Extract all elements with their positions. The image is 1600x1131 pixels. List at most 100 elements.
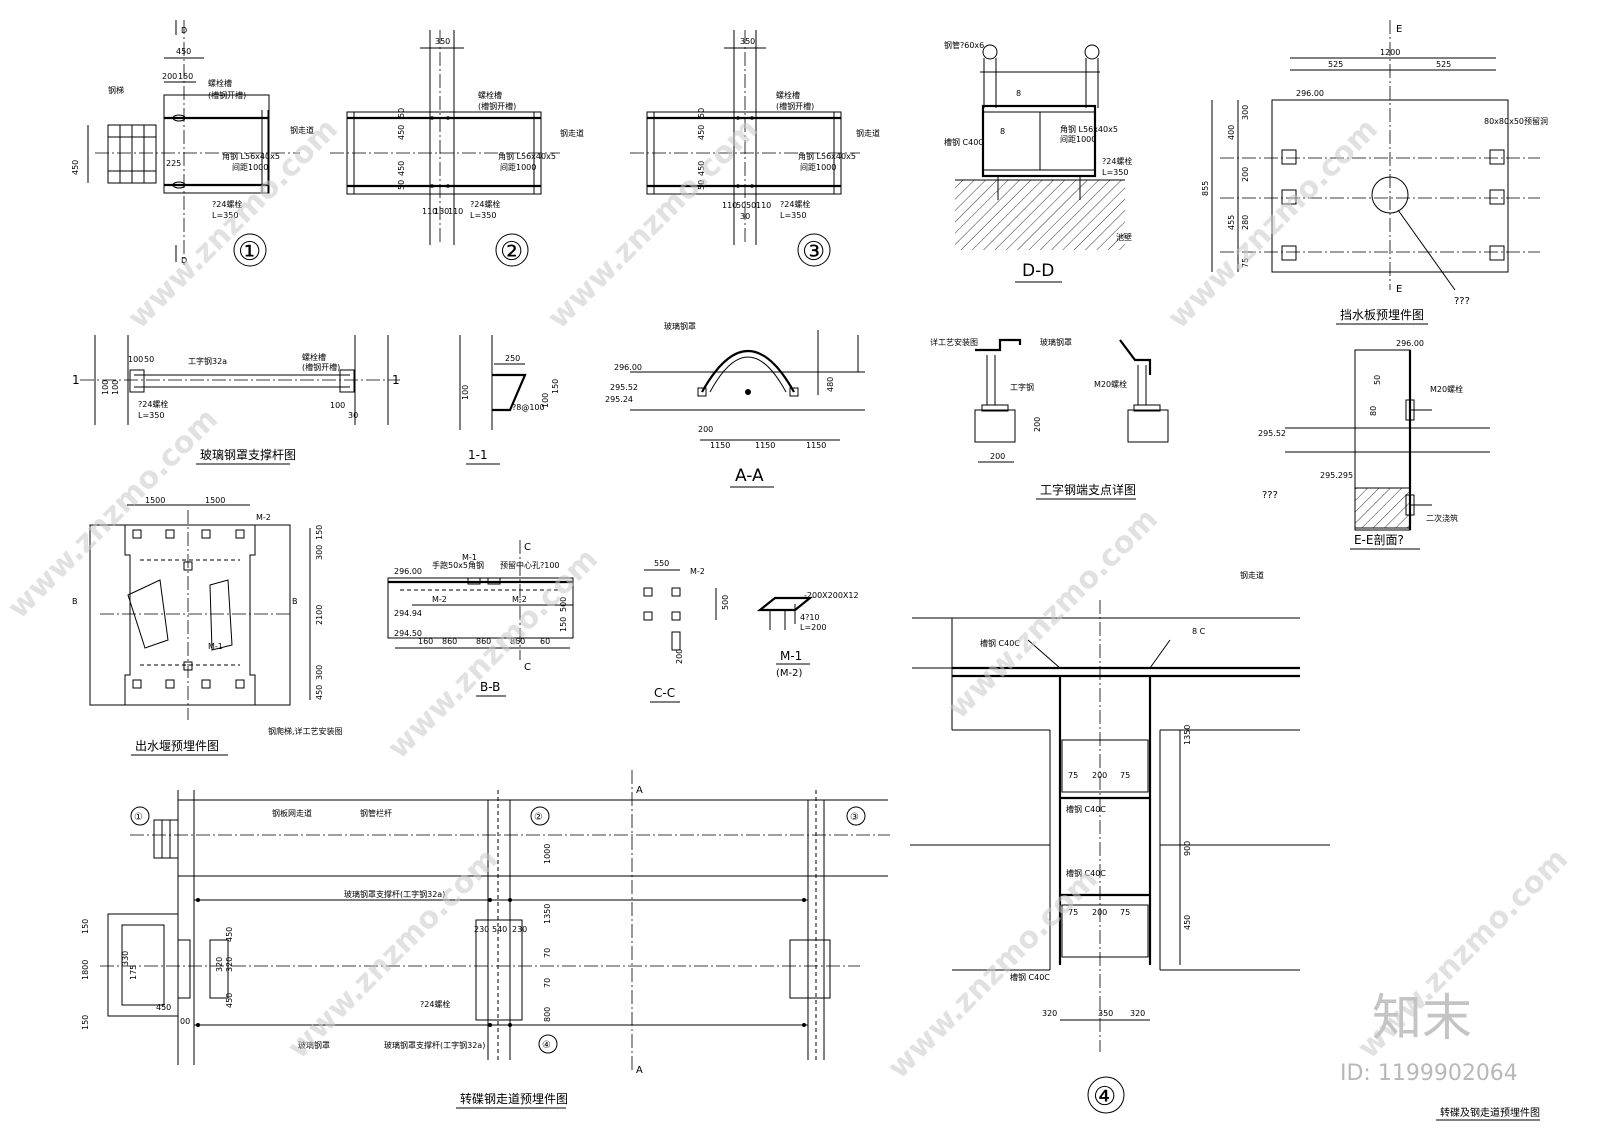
bb-dim-60: 60 [540,637,550,646]
d1-label-bolt-len: L=350 [212,211,238,220]
plan-label-grating: 钢板网走道 [272,808,312,818]
sup-dim-100b: 100 [101,380,110,395]
d1-dim-450: 450 [176,47,191,56]
ee-elev-2: 295.52 [1258,429,1286,438]
plan-dim-800: 800 [543,1007,552,1022]
m1-subtitle: (M-2) [776,668,803,679]
weir-title: 出水堰预埋件图 [135,739,219,753]
d4-dim-1350: 1350 [1183,725,1192,745]
d4-dim-200b: 200 [1092,908,1107,917]
plan-dim-150b: 150 [81,1015,90,1030]
bb-elev-2: 294.94 [394,609,422,618]
watermark-url-3: www.znzmo.com [1161,112,1385,336]
bb-label-m2b: M-2 [512,595,527,604]
bb-label-m1: M-1 [462,553,477,562]
ee-elev-1: 296.00 [1396,339,1424,348]
d4-label-8c: 8 C [1192,627,1206,636]
d1-label-spacing: 间距1000 [232,163,268,172]
plan-title: 转碟钢走道预埋件图 [460,1091,568,1106]
be-label-ibeam: 工字钢 [1010,382,1034,392]
d1-label-bolt: ?24螺栓 [212,199,242,209]
d4-dim-75c: 75 [1068,908,1078,917]
plan-dim-150a: 150 [81,919,90,934]
weir-dim-1500a: 1500 [145,496,165,505]
plan-dim-450a: 450 [225,927,234,942]
aa-title: A-A [735,466,764,486]
d4-dim-320a: 320 [1042,1009,1057,1018]
bb-cut-bottom: C [524,662,531,673]
bb-cut-top: C [524,542,531,553]
d3-label-spacing: 间距1000 [800,163,836,172]
aa-elev-1: 296.00 [614,363,642,372]
sup-label-slot-note: (槽钢开槽) [302,362,340,372]
aa-dim-1150c: 1150 [806,441,826,450]
plan-dim-70b: 70 [543,978,552,988]
plate-dim-280: 280 [1241,215,1250,230]
d4-dim-75b: 75 [1120,771,1130,780]
d2-dim-130: 130 [434,207,449,216]
bb-dim-150: 150 [559,617,568,632]
plan-dim-230b: 230 [512,925,527,934]
cc-dim-550: 550 [654,559,669,568]
section-ee: 296.00 M20螺栓 50 80 295.52 295.295 ??? 二次… [1258,339,1490,550]
plan-label-cover: 玻璃钢罩 [298,1040,330,1050]
plan-dim-00: 00 [180,1017,190,1026]
plan-bolts [196,898,806,1027]
be-dim-200b: 200 [1033,417,1042,432]
dd-label-spacing: 间距1000 [1060,135,1096,144]
d2-label-spacing: 间距1000 [500,163,536,172]
d2-dim-450b: 450 [397,161,406,176]
plan-label-support-bottom: 玻璃钢罩支撑杆(工字钢32a) [384,1040,485,1050]
d4-dim-200a: 200 [1092,771,1107,780]
plan-dim-1000: 1000 [543,844,552,864]
aa-elev-3: 295.24 [605,395,633,404]
aa-dim-200: 200 [698,425,713,434]
d1-dim-450b: 450 [71,160,80,175]
plate-elev: 296.00 [1296,89,1324,98]
aa-dim-1150a: 1150 [710,441,730,450]
watermark-url-4: www.znzmo.com [1,402,225,626]
d2-dim-110b: 110 [448,207,463,216]
d4-label-channel-mid1: 槽钢 C40C [1066,804,1106,814]
dd-label-bolt: ?24螺栓 [1102,156,1132,166]
bb-dim-500: 500 [559,597,568,612]
d3-label-slot-note: (槽钢开槽) [776,101,814,111]
be-label-process: 详工艺安装图 [930,337,978,347]
bb-elev-1: 296.00 [394,567,422,576]
dd-title: D-D [1022,261,1054,281]
bb-dim-160: 160 [418,637,433,646]
weir-plates [132,529,245,689]
s11-dim-100b: 100 [541,393,550,408]
cc-dim-500: 500 [721,595,730,610]
plate-embed: 1200 525 525 300 400 200 280 455 75 855 … [1201,20,1548,325]
d3-label-bolt: ?24螺栓 [780,199,810,209]
d4-mark: ④ [1093,1082,1116,1112]
d1-label-slot-note: (槽钢开槽) [208,90,246,100]
plate-dim-200: 200 [1241,167,1250,182]
d1-label-walkway: 钢走道 [290,125,314,135]
s11-title: 1-1 [468,448,488,462]
d3-dim-450a: 450 [697,125,706,140]
be-label-cover: 玻璃钢罩 [1040,337,1072,347]
sup-dim-100d: 100 [330,401,345,410]
d3-dim-50c: 50 [736,201,746,210]
d2-label-bolt-len: L=350 [470,211,496,220]
aa-label-cover: 玻璃钢罩 [664,321,696,331]
dd-label-8a: 8 [1016,89,1021,98]
plan-label-bolt: ?24螺栓 [420,999,450,1009]
d3-dim-350: 350 [740,37,755,46]
d2-dim-350: 350 [435,37,450,46]
plate-dim-1200: 1200 [1380,48,1400,57]
plan-cut-top: A [636,785,643,796]
plan-dim-540: 540 [492,925,507,934]
plan-dim-70a: 70 [543,948,552,958]
plan-dim-450c: 450 [156,1003,171,1012]
detail-1: 450 200 150 225 450 钢梯 螺栓槽 (槽钢开槽) 角钢 L56… [71,20,314,267]
d4-dim-450: 450 [1183,915,1192,930]
plate-dim-855: 855 [1201,181,1210,196]
sup-title: 玻璃钢罩支撑杆图 [200,447,296,462]
d3-dim-50b: 50 [697,180,706,190]
watermark-url-6: www.znzmo.com [941,502,1165,726]
bb-dim-860c: 860 [510,637,525,646]
d2-label-angle: 角钢 L56x40x5 [498,151,556,161]
